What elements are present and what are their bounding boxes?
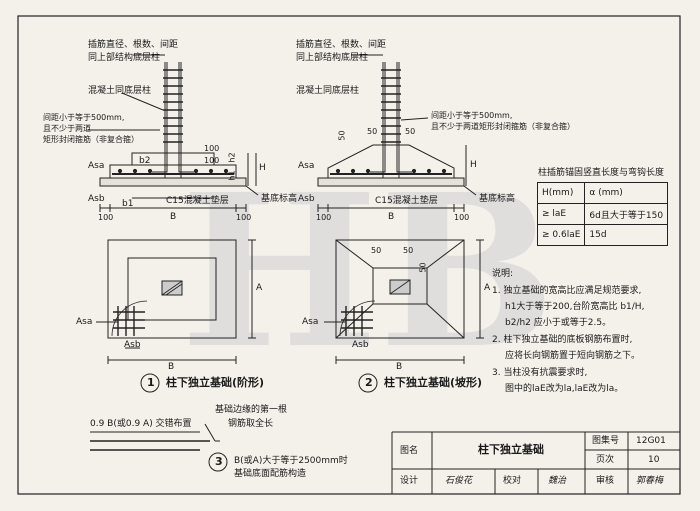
fig1-label-stirrup: 矩形封闭箍筋（非复合箍）	[43, 135, 139, 144]
fig1-section	[88, 54, 259, 212]
tb-atlas-value: 12G01	[636, 436, 666, 446]
note-2a: 2. 柱下独立基础的底板钢筋布置时,	[492, 335, 633, 345]
fig3-fulllength-label: 钢筋取全长	[228, 419, 274, 429]
note-1a: 1. 独立基础的宽高比应满足规范要求,	[492, 286, 642, 296]
fig2-plan	[324, 239, 484, 393]
fig1-h2: h2	[227, 152, 237, 163]
tb-review-label: 审核	[596, 476, 615, 486]
tb-page-label: 页次	[596, 455, 615, 465]
fig2-dim-50-a: 50	[367, 127, 378, 136]
titleblock-lines	[391, 431, 680, 494]
fig1-dim-100-a: 100	[98, 213, 114, 222]
fig2-dim-B: B	[388, 212, 395, 222]
fig2-dim-50-f: 50	[418, 262, 428, 273]
fig1-number: 1	[147, 376, 155, 389]
fig2-dim-50-e: 50	[403, 246, 414, 255]
note-2b: 应将长向钢筋置于短向钢筋之下。	[505, 351, 641, 361]
anchor-a-header: α (mm)	[584, 182, 669, 204]
anchor-table-title: 柱插筋锚固竖直长度与弯钩长度	[538, 168, 665, 178]
anchor-r1c2: 6d且大于等于150	[584, 203, 669, 225]
fig2-dim-50-b: 50	[405, 127, 416, 136]
tb-name-value: 柱下独立基础	[478, 443, 544, 456]
tb-name-label: 图名	[400, 446, 419, 456]
fig2-asa: Asa	[298, 161, 315, 171]
fig2-label-rebar: 插筋直径、根数、间距	[296, 40, 387, 50]
fig2-label-rebar2: 同上部结构底层柱	[296, 53, 369, 63]
tb-check-sign: 魏治	[548, 476, 567, 486]
fig2-dim-50-c: 50	[337, 130, 347, 141]
note-3a: 3. 当柱没有抗震要求时,	[492, 368, 588, 378]
fig2-plan-B: B	[396, 362, 403, 372]
anchor-r2c2: 15d	[584, 224, 669, 246]
fig3-detail	[90, 423, 228, 472]
fig2-dim-100-b: 100	[454, 213, 470, 222]
fig2-dim-100-a: 100	[316, 213, 332, 222]
tb-atlas-label: 图集号	[592, 436, 620, 446]
anchor-r1c1: ≥ laE	[536, 203, 586, 225]
fig2-number: 2	[365, 376, 373, 389]
fig1-dim-B: B	[170, 212, 177, 222]
fig1-label-spacing: 间距小于等于500mm,	[43, 113, 125, 122]
fig2-label-spacing: 间距小于等于500mm,	[431, 111, 513, 120]
fig2-plan-asb: Asb	[352, 340, 369, 350]
anchor-h-header: H(mm)	[536, 182, 586, 204]
note-3b: 图中的laE改为la,laE改为la。	[505, 384, 624, 394]
fig1-b2: b2	[139, 156, 151, 166]
fig1-plan-A: A	[256, 283, 263, 293]
fig2-plan-A: A	[484, 283, 491, 293]
fig2-base: 基底标高	[479, 194, 516, 204]
fig3-number: 3	[215, 455, 223, 468]
fig1-asa: Asa	[88, 161, 105, 171]
fig2-asb: Asb	[298, 194, 315, 204]
sheet-border	[17, 15, 681, 495]
watermark-text: HB	[180, 148, 556, 395]
fig1-base: 基底标高	[261, 194, 298, 204]
fig2-H: H	[470, 160, 477, 170]
fig2-title: 柱下独立基础(坡形)	[384, 376, 483, 389]
fig2-c15: C15混凝土垫层	[375, 196, 438, 206]
tb-design-sign: 石俊花	[445, 476, 473, 486]
fig3-title-2: 基础底面配筋构造	[234, 469, 307, 479]
fig3-title-1: B(或A)大于等于2500mm时	[234, 456, 348, 466]
note-1b: h1大于等于200,台阶宽高比 b1/H,	[505, 302, 645, 312]
fig1-dim-100-d: 100	[204, 156, 220, 165]
fig1-plan-asa: Asa	[76, 317, 93, 327]
fig2-plan-asa: Asa	[302, 317, 319, 327]
fig1-H: H	[259, 163, 266, 173]
fig1-dim-b1: b1	[122, 199, 134, 209]
fig1-title: 柱下独立基础(阶形)	[166, 376, 265, 389]
tb-review-sign: 郭春梅	[636, 476, 664, 486]
fig3-edge-label: 基础边缘的第一根	[215, 405, 288, 415]
fig1-c15: C15混凝土垫层	[166, 196, 229, 206]
tb-page-value: 10	[648, 455, 660, 465]
fig1-label-rebar: 插筋直径、根数、间距	[88, 40, 179, 50]
fig1-label-two: 且不少于两道	[43, 124, 91, 133]
fig1-plan-B: B	[168, 362, 175, 372]
tb-design-label: 设计	[400, 476, 419, 486]
fig1-plan-asb: Asb	[124, 340, 141, 350]
anchor-r2c1: ≥ 0.6laE	[536, 224, 586, 246]
fig2-label-stirrup: 且不少于两道矩形封闭箍筋（非复合箍）	[431, 122, 575, 131]
fig2-label-concrete: 混凝土同底层柱	[296, 86, 360, 96]
fig1-plan	[96, 239, 256, 393]
fig1-dim-100-c: 100	[204, 144, 220, 153]
fig1-dim-100-b: 100	[236, 213, 252, 222]
fig1-label-rebar2: 同上部结构底层柱	[88, 53, 161, 63]
fig2-dim-50-d: 50	[371, 246, 382, 255]
note-1c: b2/h2 应小于或等于2.5。	[505, 318, 612, 328]
fig1-asb: Asb	[88, 194, 105, 204]
fig1-label-concrete: 混凝土同底层柱	[88, 86, 152, 96]
tb-check-label: 校对	[503, 476, 522, 486]
notes-head: 说明:	[492, 269, 514, 279]
fig2-section	[317, 54, 477, 212]
fig1-h1: h1	[227, 170, 237, 181]
fig3-stagger-label: 0.9 B(或0.9 A) 交错布置	[90, 419, 192, 429]
